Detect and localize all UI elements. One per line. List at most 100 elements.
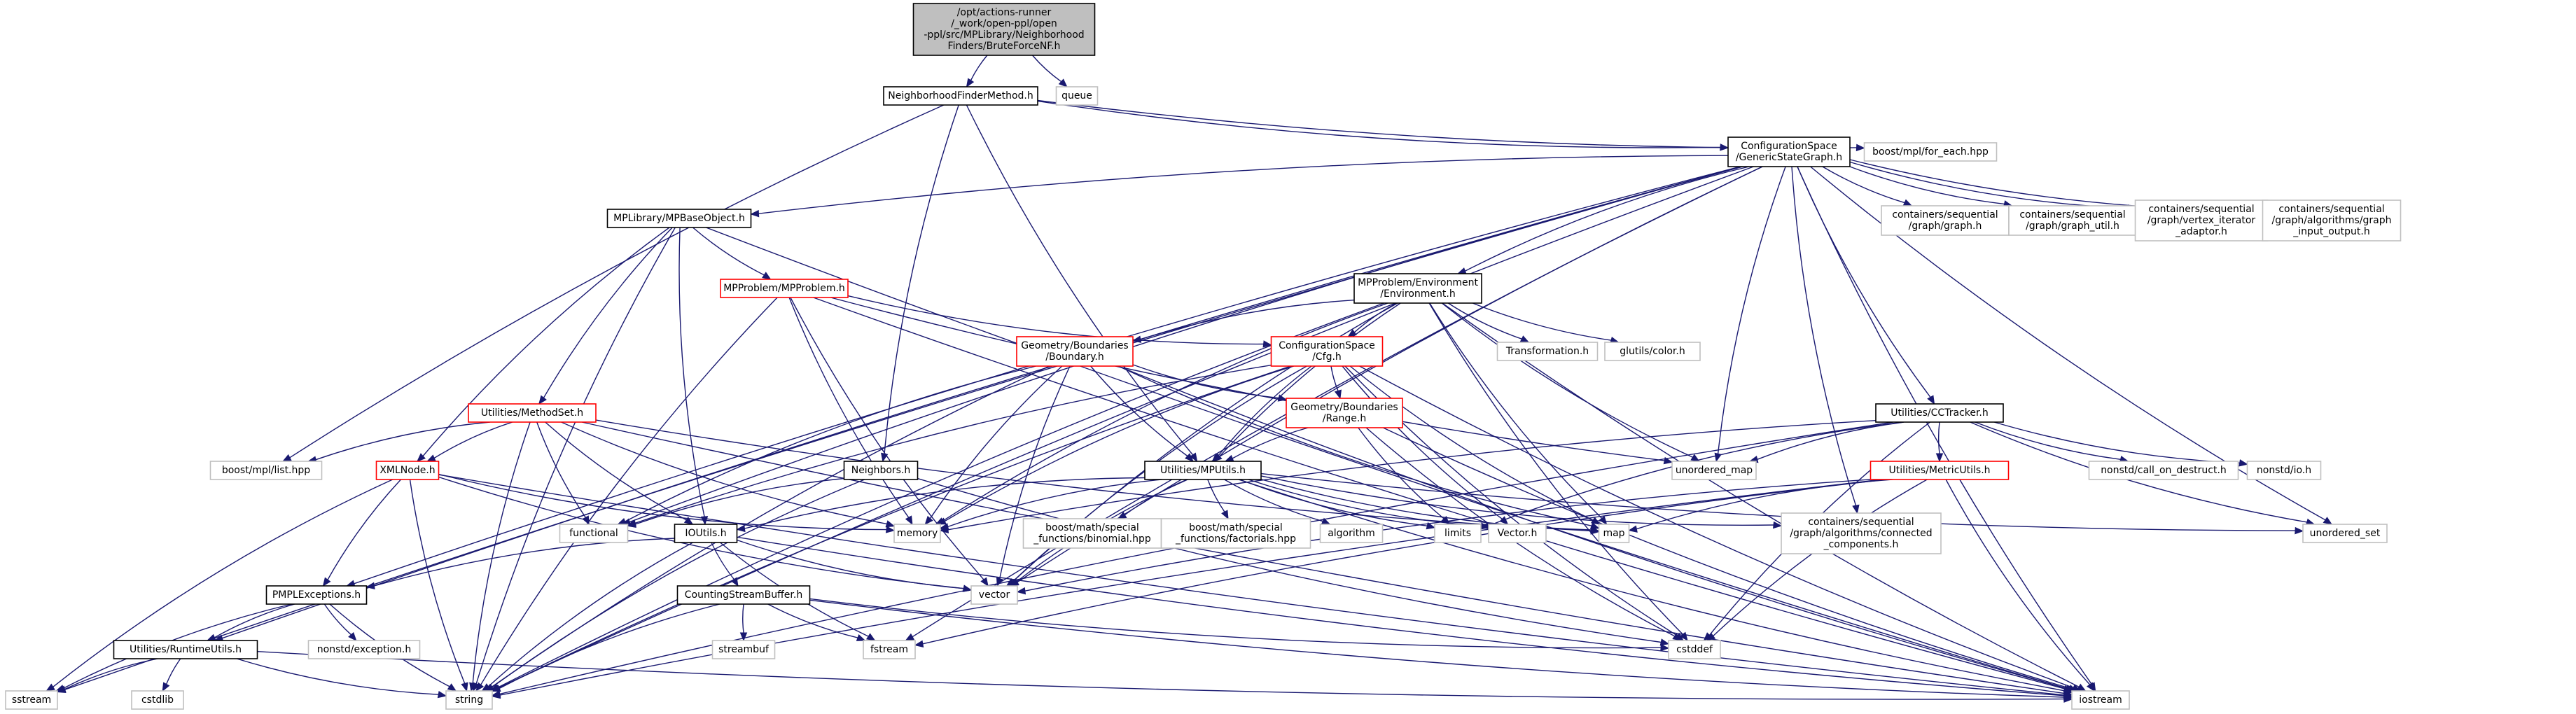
edge-line	[790, 297, 984, 580]
edge-arrowhead	[865, 633, 876, 641]
edge-ioutils-to-vector	[737, 539, 973, 592]
node-transform: Transformation.h	[1496, 342, 1599, 361]
edge-line	[767, 603, 858, 638]
node-label: /Range.h	[1323, 413, 1366, 424]
edge-line	[1822, 166, 1905, 204]
node-gsg[interactable]: ConfigurationSpace/GenericStateGraph.h	[1727, 136, 1851, 167]
edge-arrowhead	[730, 577, 739, 587]
node-box	[1870, 461, 2010, 480]
node-cfg[interactable]: ConfigurationSpace/Cfg.h	[1270, 336, 1384, 367]
edge-arrowhead	[417, 453, 426, 462]
edge-line	[1118, 365, 2067, 690]
edge-cctracker-to-calldestruct	[1975, 421, 2129, 463]
edge-cfg-to-vectorh	[1342, 365, 1509, 525]
edge-metricutils-to-fstream	[914, 479, 1886, 648]
edge-line	[1124, 479, 1188, 516]
node-box	[559, 524, 629, 543]
edge-line	[758, 155, 1729, 214]
edge-root-to-queue	[1031, 55, 1068, 88]
edge-line	[942, 302, 1388, 522]
node-streambuf: streambuf	[711, 640, 776, 659]
node-label: nonstd/io.h	[2257, 465, 2311, 476]
node-xmlnode[interactable]: XMLNode.h	[375, 461, 440, 480]
node-label: unordered_set	[2310, 528, 2381, 539]
node-env[interactable]: MPProblem/Environment/Environment.h	[1353, 273, 1482, 304]
edge-arrowhead	[481, 683, 491, 692]
edge-line	[692, 227, 765, 276]
node-uset: unordered_set	[2302, 524, 2388, 543]
edge-gsg-to-env	[1456, 166, 1750, 274]
edge-arrowhead	[937, 517, 947, 525]
edge-line	[1970, 421, 2307, 523]
edge-line	[944, 365, 1295, 522]
node-metricutils[interactable]: Utilities/MetricUtils.h	[1870, 461, 2010, 480]
node-neighbors[interactable]: Neighbors.h	[843, 461, 919, 480]
node-root[interactable]: /opt/actions-runner/_work/open-ppl/open-…	[912, 3, 1096, 56]
edge-arrowhead	[56, 685, 67, 693]
edge-cfg-to-mputils	[1211, 365, 1312, 462]
edge-mpproblem-to-vector	[790, 297, 989, 587]
edge-arrowhead	[1935, 453, 1944, 463]
edge-line	[236, 658, 439, 695]
edge-mputils-to-connected	[1260, 475, 1783, 529]
node-methodset[interactable]: Utilities/MethodSet.h	[468, 403, 597, 423]
node-csb[interactable]: CountingStreamBuffer.h	[676, 585, 811, 605]
edge-root-to-nfm	[966, 55, 988, 88]
node-label: string	[455, 694, 483, 706]
edge-line	[1975, 421, 2121, 460]
node-label: MPProblem/Environment	[1358, 277, 1478, 288]
node-label: _components.h	[1823, 539, 1899, 550]
edge-arrowhead	[2063, 687, 2073, 694]
node-mputils[interactable]: Utilities/MPUtils.h	[1144, 461, 1262, 480]
node-label: /Boundary.h	[1045, 351, 1103, 363]
node-label: glutils/color.h	[1620, 346, 1685, 357]
node-label: Utilities/RuntimeUtils.h	[130, 644, 242, 655]
node-box	[2071, 690, 2130, 710]
edge-line	[634, 477, 844, 525]
node-label: unordered_map	[1676, 465, 1753, 476]
node-cctracker[interactable]: Utilities/CCTracker.h	[1875, 403, 2004, 423]
node-runtimeutils[interactable]: Utilities/RuntimeUtils.h	[113, 640, 258, 659]
edge-xmlnode-to-sstream	[46, 479, 393, 692]
node-label: /graph/algorithms/connected	[1790, 528, 1932, 539]
node-box	[2088, 461, 2239, 480]
node-range[interactable]: Geometry/Boundaries/Range.h	[1286, 398, 1403, 428]
edge-line	[214, 603, 295, 638]
node-box	[375, 461, 440, 480]
node-box	[209, 461, 323, 480]
node-mpproblem[interactable]: MPProblem/MPProblem.h	[720, 279, 849, 298]
node-label: Vector.h	[1498, 528, 1538, 539]
edge-arrowhead	[881, 452, 889, 463]
edge-env-to-umap	[1441, 302, 1700, 462]
node-label: ConfigurationSpace	[1279, 340, 1375, 351]
edge-line	[257, 651, 2065, 700]
node-box	[1671, 461, 1757, 480]
edge-mputils-to-ioutils	[736, 477, 1146, 533]
node-ioutils[interactable]: IOUtils.h	[674, 524, 738, 543]
edge-metricutils-to-cstddef	[1706, 479, 1928, 641]
node-vertexiter: containers/sequential/graph/vertex_itera…	[2134, 200, 2269, 241]
node-label: functional	[569, 528, 618, 539]
edge-line	[1428, 302, 1683, 635]
edge-arrowhead	[1628, 525, 1638, 533]
node-nfm[interactable]: NeighborhoodFinderMethod.h	[883, 86, 1038, 106]
edge-pmplexc-to-runtimeutils	[206, 603, 295, 641]
edge-gsg-to-sstream	[56, 166, 1742, 694]
node-box	[1286, 398, 1403, 428]
edge-line	[165, 658, 181, 685]
edge-line	[678, 227, 705, 517]
edge-arrowhead	[1221, 510, 1229, 520]
node-label: _input_output.h	[2292, 226, 2370, 237]
node-iostream: iostream	[2071, 690, 2130, 710]
edge-arrowhead	[1016, 587, 1026, 595]
edge-line	[1757, 421, 1905, 460]
edge-arrowhead	[2087, 682, 2095, 692]
node-box	[1016, 336, 1134, 367]
node-mpbase[interactable]: MPLibrary/MPBaseObject.h	[606, 209, 752, 228]
edge-arrowhead	[905, 633, 915, 641]
node-pmplexc[interactable]: PMPLExceptions.h	[265, 585, 368, 605]
edge-line	[809, 598, 1662, 649]
node-label: -ppl/src/MPLibrary/Neighborhood	[924, 29, 1084, 41]
node-box	[1488, 524, 1547, 543]
node-boundary[interactable]: Geometry/Boundaries/Boundary.h	[1016, 336, 1134, 367]
